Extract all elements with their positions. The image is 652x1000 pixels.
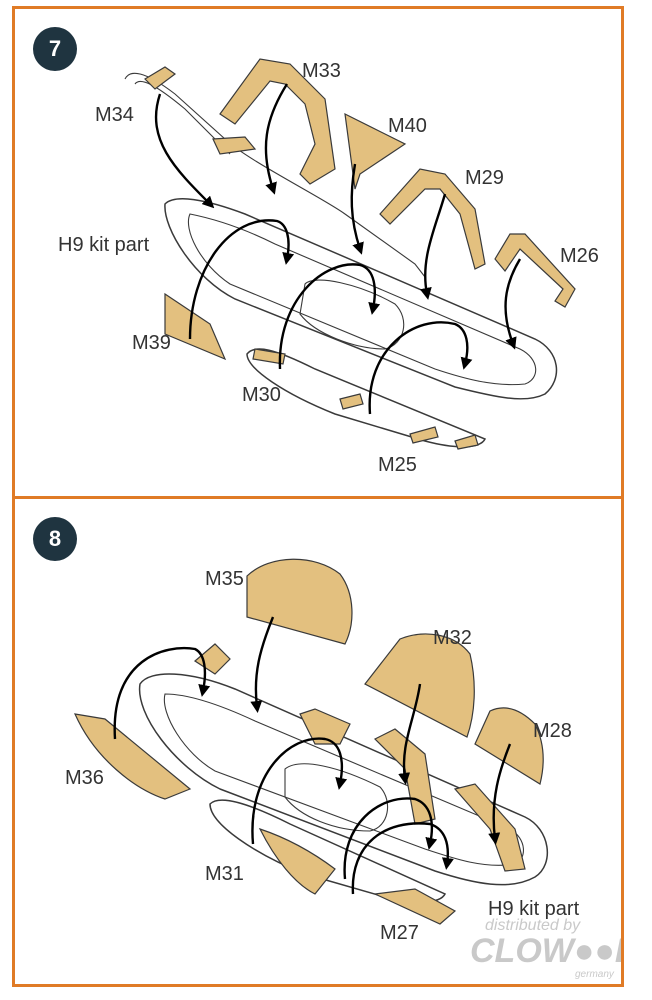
label-m29: M29 <box>465 167 504 189</box>
part-m25b <box>454 434 479 450</box>
step-number: 7 <box>48 36 62 61</box>
arrows-step7 <box>154 83 522 415</box>
pe-parts-step7 <box>144 58 576 450</box>
label-m32: M32 <box>433 627 472 649</box>
part-m31 <box>258 827 336 895</box>
label-m36: M36 <box>65 767 104 789</box>
label-m28: M28 <box>533 720 572 742</box>
watermark-line1: distributed by <box>485 917 581 934</box>
label-m40: M40 <box>388 115 427 137</box>
label-h9-kit-part: H9 kit part <box>488 898 580 920</box>
step-8-diagram: M35 M32 M28 M36 M31 M27 H9 kit part dist… <box>65 558 621 980</box>
part-frame-d <box>453 783 526 872</box>
label-m34: M34 <box>95 104 134 126</box>
part-m26 <box>494 233 576 308</box>
part-m33 <box>219 58 336 185</box>
step-7-panel: 7 <box>12 6 624 499</box>
part-m27 <box>372 888 457 925</box>
label-m25: M25 <box>378 454 417 476</box>
label-m26: M26 <box>560 245 599 267</box>
part-m30 <box>252 348 286 365</box>
part-m35 <box>246 558 353 645</box>
label-m30: M30 <box>242 384 281 406</box>
part-m29 <box>379 168 486 270</box>
part-m36 <box>73 713 192 800</box>
step-number: 8 <box>48 526 62 551</box>
part-m25 <box>409 426 439 444</box>
step-number-badge: 7 <box>33 27 77 71</box>
h9-kit-part-tub <box>124 72 558 448</box>
watermark-line3: germany <box>575 969 615 980</box>
label-m27: M27 <box>380 922 419 944</box>
label-m31: M31 <box>205 863 244 885</box>
step-7-diagram: M34 M33 M40 M29 M26 H9 kit part M39 M30 … <box>58 58 599 476</box>
part-m30b <box>339 393 364 410</box>
part-m34b <box>212 136 257 155</box>
step-8-panel: 8 <box>12 496 624 987</box>
label-m33: M33 <box>302 60 341 82</box>
part-frame-a <box>193 643 231 675</box>
label-m39: M39 <box>132 332 171 354</box>
part-m40 <box>344 112 407 190</box>
part-m34 <box>144 66 177 90</box>
step-number-badge: 8 <box>33 517 77 561</box>
distributor-watermark: distributed by CLOW●●B germany <box>470 917 621 980</box>
part-m39 <box>164 292 227 361</box>
watermark-logo: CLOW●●B <box>470 932 621 970</box>
arrows-step8 <box>113 616 512 895</box>
label-h9-kit-part: H9 kit part <box>58 234 150 256</box>
label-m35: M35 <box>205 568 244 590</box>
